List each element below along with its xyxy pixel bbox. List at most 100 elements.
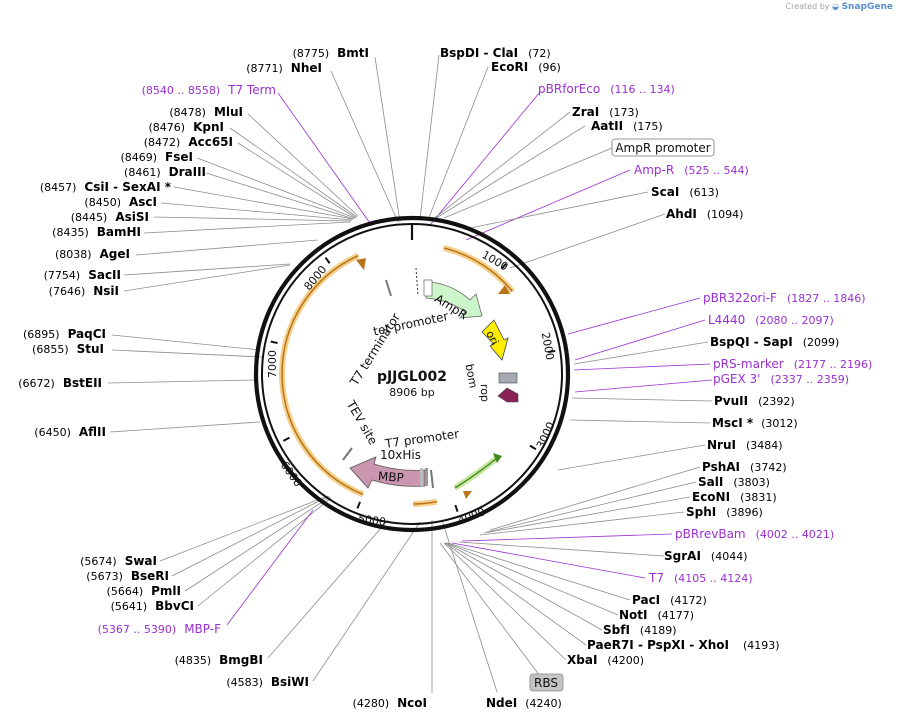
site-name: ZraI (572, 105, 599, 119)
site-pos: (4193) (743, 639, 780, 652)
svg-text:SbfI(4189): SbfI(4189) (603, 623, 677, 637)
site-pos: (7754) (44, 269, 81, 282)
mbp-arrow (349, 456, 426, 489)
svg-text:BspDI - ClaI(72): BspDI - ClaI(72) (440, 46, 551, 60)
svg-text:BspQI - SapI(2099): BspQI - SapI(2099) (710, 335, 839, 349)
snapgene-logo-icon: ◒ (832, 2, 840, 11)
site-pos: (72) (528, 47, 551, 60)
site-name: AgeI (100, 247, 130, 261)
site-pos: (5664) (107, 585, 144, 598)
site-pos: (5641) (111, 600, 148, 613)
site-pos: (8450) (84, 196, 121, 209)
svg-text:MscI *(3012): MscI *(3012) (712, 416, 798, 430)
svg-text:(7646)NsiI: (7646)NsiI (49, 284, 119, 298)
rbs-label-box (529, 673, 564, 692)
primer-range: (4105 .. 4124) (674, 572, 753, 585)
svg-text:(8469)FseI: (8469)FseI (120, 150, 193, 164)
feature-rop: rop (478, 384, 492, 402)
site-pos: (4583) (226, 676, 263, 689)
scale-tick (500, 262, 507, 270)
site-pos: (6672) (18, 377, 55, 390)
svg-text:PacI(4172): PacI (4172) (632, 593, 707, 607)
site-name: BseRI (131, 569, 169, 583)
site-name: AhdI (666, 207, 697, 221)
svg-text:T7(4105 .. 4124): T7(4105 .. 4124) (648, 571, 753, 585)
site-name: NotI (619, 608, 648, 622)
plasmid-size: 8906 bp (389, 386, 434, 399)
rbs-label: RBS (534, 676, 558, 690)
svg-text:(8445)AsiSI: (8445)AsiSI (71, 210, 149, 224)
primer-labels: (8540 .. 8558)T7 Term pBRforEco(116 .. 1… (98, 82, 873, 636)
site-name: NheI (291, 61, 322, 75)
site-name: MluI (214, 105, 243, 119)
svg-text:(4583)BsiWI: (4583)BsiWI (226, 675, 309, 689)
svg-text:PvuII(2392): PvuII(2392) (714, 394, 795, 408)
site-name: CsiI - SexAI * (84, 180, 171, 194)
site-name: PacI (632, 593, 660, 607)
site-name: EcoNI (692, 490, 730, 504)
svg-text:PshAI(3742): PshAI(3742) (702, 460, 787, 474)
scale-ticks (270, 257, 556, 512)
site-pos: (5673) (86, 570, 123, 583)
svg-text:(6450)AflII: (6450)AflII (34, 425, 106, 439)
site-name: PshAI (702, 460, 740, 474)
site-pos: (2099) (803, 336, 840, 349)
site-pos: (3484) (746, 439, 783, 452)
plasmid-name: pJJGL002 (377, 369, 447, 385)
site-name: SbfI (603, 623, 630, 637)
svg-text:SgrAI(4044): SgrAI(4044) (664, 549, 747, 563)
tick-4000: 4000 (456, 505, 487, 527)
site-pos: (6855) (32, 343, 69, 356)
ampr-arrow (425, 281, 483, 319)
site-name: AscI (129, 195, 157, 209)
site-pos: (8461) (124, 166, 161, 179)
orange-arrowhead-bottom (463, 491, 472, 499)
site-name: NdeI (486, 696, 517, 710)
svg-text:SalI(3803): SalI(3803) (698, 475, 770, 489)
site-pos: (4240) (525, 697, 562, 710)
site-name: BamHI (97, 225, 141, 239)
site-name: PaqCI (68, 327, 106, 341)
site-name: PmlI (151, 584, 181, 598)
scale-tick (324, 257, 331, 264)
svg-text:(6895)PaqCI: (6895) PaqCI (23, 327, 106, 341)
site-pos: (5674) (80, 555, 117, 568)
site-name: AsiSI (115, 210, 149, 224)
site-pos: (8476) (149, 121, 186, 134)
orange-feature-cores (281, 247, 513, 505)
primer-name: L4440 (708, 313, 745, 327)
svg-text:NdeI(4240): NdeI (4240) (486, 696, 562, 710)
tev-marker (342, 447, 353, 461)
site-name: PvuII (714, 394, 748, 408)
green-arrowhead (493, 453, 502, 463)
his-tag-box (425, 468, 428, 486)
primer-name: MBP-F (184, 622, 221, 636)
svg-text:(4280)NcoI: (4280)NcoI (353, 696, 427, 710)
site-pos: (6895) (23, 328, 60, 341)
site-pos: (4280) (353, 697, 390, 710)
site-name: StuI (77, 342, 104, 356)
site-pos: (4835) (175, 654, 212, 667)
site-name: NruI (707, 438, 736, 452)
rop-arrow (497, 387, 519, 403)
svg-text:NotI(4177): NotI(4177) (619, 608, 694, 622)
svg-text:(5367 .. 5390)MBP-F: (5367 .. 5390)MBP-F (98, 622, 221, 636)
primer-range: (2177 .. 2196) (794, 358, 873, 371)
credit-text: Created by (785, 2, 830, 11)
site-name: BmgBI (219, 653, 263, 667)
site-pos: (3831) (740, 491, 777, 504)
site-pos: (4172) (670, 594, 707, 607)
site-name: EcoRI (491, 60, 528, 74)
svg-text:EcoNI(3831): EcoNI (3831) (692, 490, 777, 504)
primer-name: pRS-marker (713, 357, 784, 371)
feature-tev-site: TEV site (343, 397, 380, 447)
scale-tick (356, 501, 361, 509)
svg-text:(8472)Acc65I: (8472)Acc65I (144, 135, 233, 149)
site-pos: (8038) (55, 248, 92, 261)
svg-text:(5674)SwaI: (5674)SwaI (80, 554, 157, 568)
tet-promoter-mark (415, 267, 419, 297)
leader-lines (107, 54, 713, 693)
primer-name: pBRforEco (538, 82, 600, 96)
site-pos: (3012) (761, 417, 798, 430)
feature-10xhis: 10xHis (380, 448, 421, 462)
